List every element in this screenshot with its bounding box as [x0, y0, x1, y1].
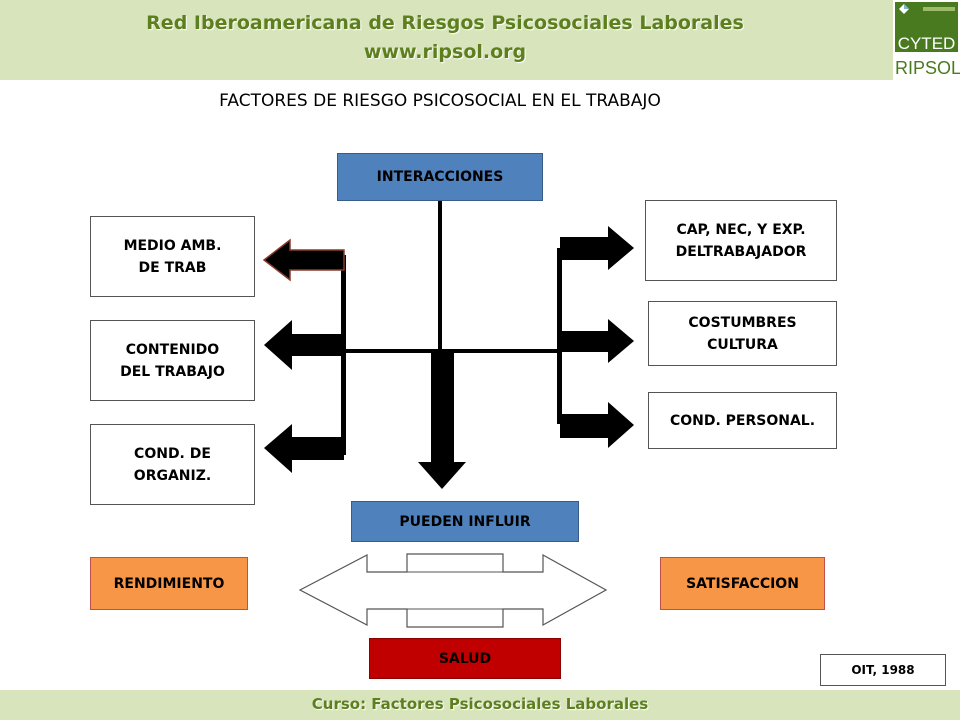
header-url[interactable]: www.ripsol.org: [363, 41, 527, 63]
arrow-right-personal: [560, 402, 634, 448]
logo-cyted-text: CYTED: [897, 34, 956, 53]
box-rendimiento: RENDIMIENTO: [90, 557, 248, 610]
salud-label: SALUD: [438, 650, 492, 667]
box-satisfaccion: SATISFACCION: [660, 557, 825, 610]
costumbres-line2: CULTURA: [707, 336, 778, 353]
header-banner: Red Iberoamericana de Riesgos Psicosocia…: [0, 0, 960, 80]
logo-green-block: CYTED: [895, 2, 958, 52]
organiz-line1: COND. DE: [134, 445, 211, 462]
interacciones-label: INTERACCIONES: [376, 169, 504, 185]
rendimiento-label: RENDIMIENTO: [113, 575, 225, 592]
box-salud: SALUD: [369, 638, 561, 679]
source-label: OIT, 1988: [851, 663, 915, 677]
right-vertical-bar: [557, 248, 562, 424]
medio-line1: MEDIO AMB.: [123, 237, 222, 254]
pueden-influir-label: PUEDEN INFLUIR: [399, 513, 531, 530]
organiz-line2: ORGANIZ.: [133, 467, 212, 484]
logo-divider: [895, 52, 958, 55]
cyted-ripsol-logo: CYTED RIPSOL: [893, 0, 960, 80]
arrow-right-costumbres: [560, 319, 634, 363]
contenido-line2: DEL TRABAJO: [120, 363, 225, 380]
satisfaccion-label: SATISFACCION: [686, 575, 799, 592]
source-citation: OIT, 1988: [820, 654, 946, 686]
box-pueden-influir: PUEDEN INFLUIR: [351, 501, 579, 542]
box-cap-nec-exp: CAP, NEC, Y EXP. DELTRABAJADOR: [645, 200, 837, 281]
costumbres-line1: COSTUMBRES: [688, 314, 797, 331]
arrow-left-organiz: [264, 424, 344, 473]
box-costumbres-cultura: COSTUMBRES CULTURA: [648, 301, 837, 366]
logo-subtitle-strip: [923, 7, 955, 11]
double-arrow-outline: [298, 553, 608, 628]
box-cond-organiz: COND. DE ORGANIZ.: [90, 424, 255, 505]
arrow-left-contenido: [264, 320, 344, 370]
logo-ripsol-text: RIPSOL: [895, 58, 960, 78]
box-medio-ambiente: MEDIO AMB. DE TRAB: [90, 216, 255, 297]
logo-mark-icon: [899, 4, 909, 14]
medio-line2: DE TRAB: [138, 259, 207, 276]
box-cond-personal: COND. PERSONAL.: [648, 392, 837, 449]
contenido-line1: CONTENIDO: [125, 341, 220, 358]
arrow-down-influir: [418, 353, 466, 489]
center-horizontal-line: [343, 349, 561, 353]
center-vertical-line: [438, 201, 442, 353]
footer-banner: Curso: Factores Psicosociales Laborales: [0, 690, 960, 720]
cap-line1: CAP, NEC, Y EXP.: [676, 221, 806, 238]
page-title: FACTORES DE RIESGO PSICOSOCIAL EN EL TRA…: [219, 91, 661, 111]
box-interacciones: INTERACCIONES: [337, 153, 543, 201]
cap-line2: DELTRABAJADOR: [675, 243, 807, 260]
arrow-left-medio: [262, 238, 345, 282]
footer-course-title: Curso: Factores Psicosociales Laborales: [311, 695, 649, 713]
box-contenido-trabajo: CONTENIDO DEL TRABAJO: [90, 320, 255, 401]
arrow-right-cap: [560, 226, 634, 270]
header-title: Red Iberoamericana de Riesgos Psicosocia…: [146, 12, 744, 34]
personal-label: COND. PERSONAL.: [669, 412, 816, 429]
